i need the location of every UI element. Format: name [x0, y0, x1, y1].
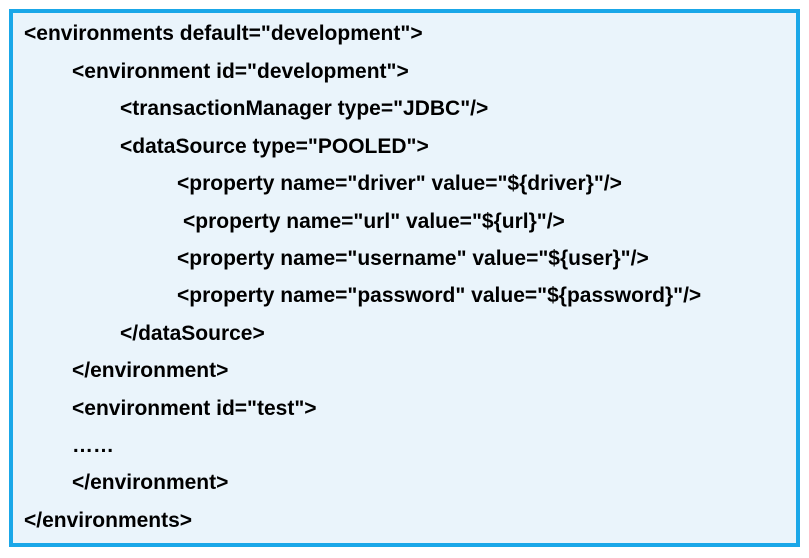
code-line-environment-development-open: <environment id="development">: [72, 60, 409, 83]
code-line-environments-open: <environments default="development">: [24, 22, 423, 45]
code-line-property-username: <property name="username" value="${user}…: [177, 247, 649, 270]
code-line-environments-close: </environments>: [24, 509, 193, 532]
code-snippet-panel: <environments default="development"> <en…: [9, 9, 800, 547]
code-line-datasource-close: </dataSource>: [120, 322, 265, 345]
code-line-datasource-open: <dataSource type="POOLED">: [120, 135, 429, 158]
code-line-property-url: <property name="url" value="${url}"/>: [183, 210, 565, 233]
code-line-property-driver: <property name="driver" value="${driver}…: [177, 172, 622, 195]
code-line-property-password: <property name="password" value="${passw…: [177, 284, 702, 307]
code-line-environment-test-close: </environment>: [72, 471, 229, 494]
code-line-transaction-manager: <transactionManager type="JDBC"/>: [120, 97, 489, 120]
code-line-ellipsis: ……: [72, 434, 114, 457]
code-line-environment-close: </environment>: [72, 359, 229, 382]
code-line-environment-test-open: <environment id="test">: [72, 397, 317, 420]
